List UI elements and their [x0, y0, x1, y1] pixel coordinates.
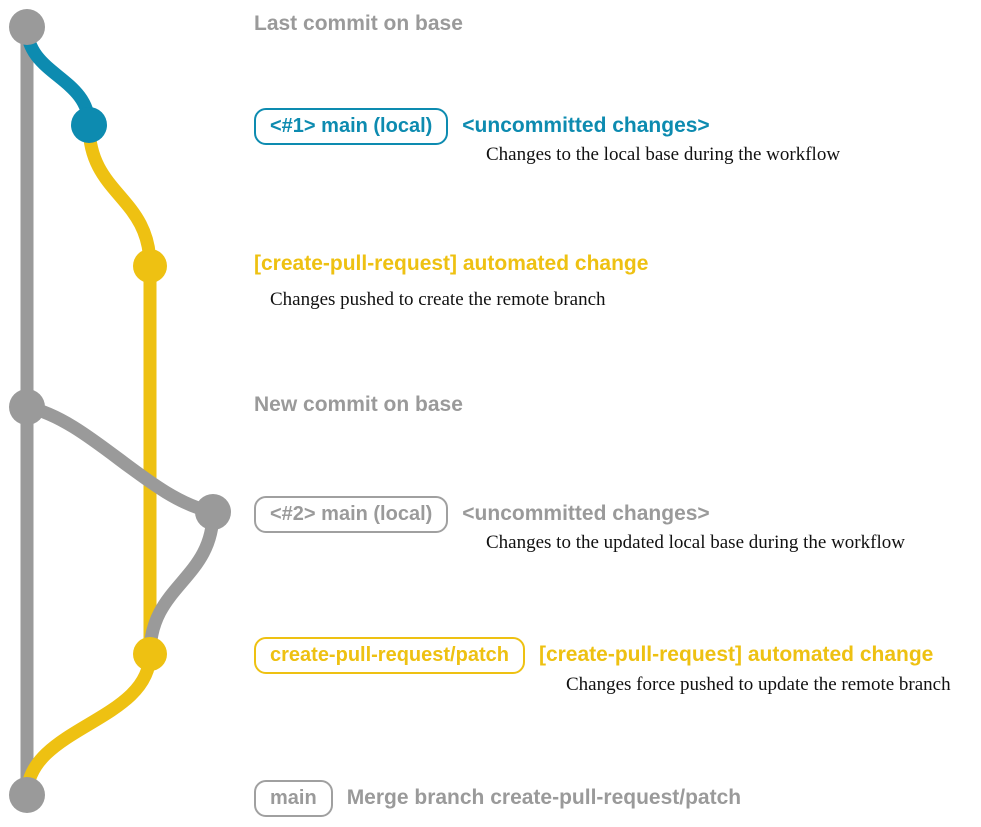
- commit-subject: New commit on base: [254, 393, 463, 416]
- commit-row-remote-commit-2: create-pull-request/patch [create-pull-r…: [254, 637, 933, 674]
- commit-subject: <uncommitted changes>: [462, 502, 710, 526]
- edge-base-to-local-2: [20, 400, 220, 519]
- commit-subject: Last commit on base: [254, 12, 463, 35]
- branch-badge-main-local-2[interactable]: <#2> main (local): [254, 496, 449, 533]
- node-base-new-commit[interactable]: [9, 389, 45, 425]
- commit-row-base-new-commit: New commit on base: [254, 393, 463, 417]
- edge-local-1-to-remote-1: [82, 118, 157, 273]
- node-local-commit-1[interactable]: [71, 107, 107, 143]
- edge-local-2-to-remote-2: [143, 505, 220, 661]
- node-merge-commit[interactable]: [9, 777, 45, 813]
- commit-subject: [create-pull-request] automated change: [538, 643, 934, 667]
- branch-badge-main-local-1[interactable]: <#1> main (local): [254, 108, 449, 145]
- node-remote-commit-2[interactable]: [133, 637, 167, 671]
- node-local-commit-2[interactable]: [195, 494, 231, 530]
- commit-row-local-commit-1: <#1> main (local) <uncommitted changes>: [254, 108, 710, 145]
- commit-description-remote-1: Changes pushed to create the remote bran…: [270, 289, 606, 310]
- commit-description-remote-2: Changes force pushed to update the remot…: [566, 674, 951, 695]
- commit-subject: [create-pull-request] automated change: [254, 252, 649, 275]
- node-remote-commit-1[interactable]: [133, 249, 167, 283]
- commit-row-base-head: Last commit on base: [254, 12, 463, 36]
- commit-description-local-2: Changes to the updated local base during…: [486, 532, 905, 553]
- node-base-head[interactable]: [9, 9, 45, 45]
- commit-row-remote-commit-1: [create-pull-request] automated change: [254, 252, 648, 276]
- branch-badge-create-pull-request-patch[interactable]: create-pull-request/patch: [254, 637, 525, 674]
- commit-row-merge-commit: main Merge branch create-pull-request/pa…: [254, 780, 741, 817]
- commit-row-local-commit-2: <#2> main (local) <uncommitted changes>: [254, 496, 710, 533]
- commit-description-local-1: Changes to the local base during the wor…: [486, 144, 841, 165]
- edge-remote-2-to-merge: [20, 647, 157, 802]
- commit-subject: Merge branch create-pull-request/patch: [346, 786, 742, 810]
- commit-subject: <uncommitted changes>: [462, 114, 710, 138]
- branch-badge-main[interactable]: main: [254, 780, 333, 817]
